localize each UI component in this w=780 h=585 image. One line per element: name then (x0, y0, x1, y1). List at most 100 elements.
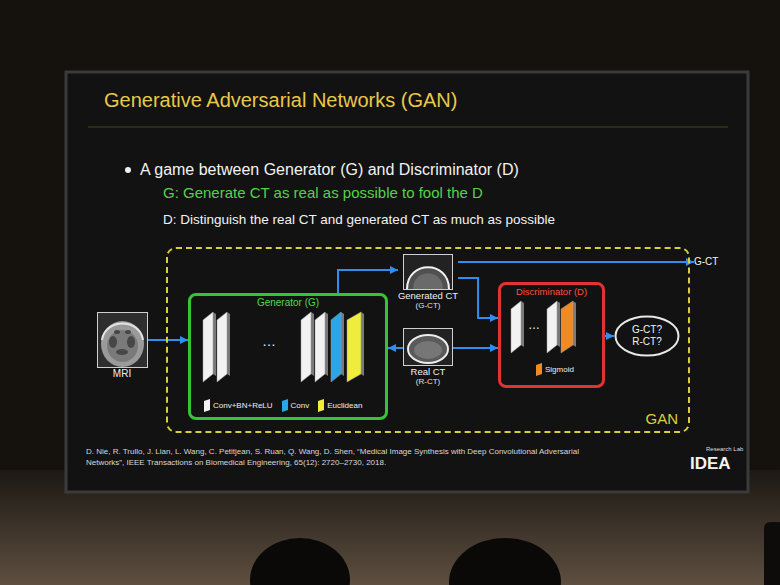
label-holder: D. Nie, R. Trullo, J. Lian, L. Wang, C. … (86, 447, 586, 469)
node-sublabel: (G-CT) (416, 301, 441, 311)
legend-item: Conv+BN+ReLU (204, 400, 273, 411)
layer-group (203, 312, 364, 382)
title-holder: Generative Adversarial Networks (GAN) (104, 88, 457, 112)
layer-side (573, 301, 576, 347)
layer-side (521, 301, 524, 347)
arrow-connector (458, 278, 498, 318)
slide-title: Generative Adversarial Networks (GAN) (104, 88, 457, 112)
layer-side (557, 301, 560, 347)
layer-slab (347, 312, 361, 382)
bullet-subtext: G: Generate CT as real as possible to fo… (163, 184, 483, 202)
legend-swatch (204, 399, 210, 412)
audience-head (449, 538, 561, 585)
screen (66, 72, 748, 492)
legend-row: Sigmoid (536, 364, 574, 375)
label-holder: … (528, 318, 540, 332)
node-label: MRI (113, 368, 131, 380)
node-label: Generated CT (398, 290, 458, 301)
arrow-connector (605, 335, 614, 337)
legend-text: Conv (291, 401, 310, 411)
layer-slab (331, 312, 341, 382)
node-label: Discriminator (D) (516, 286, 587, 297)
bullet-dot (125, 167, 131, 173)
label-holder: D: Distinguish the real CT and generated… (163, 212, 555, 228)
brain-image (125, 330, 131, 334)
citation: D. Nie, R. Trullo, J. Lian, L. Wang, C. … (86, 447, 586, 469)
ct-image: Real CT(R-CT) (403, 328, 453, 387)
ellipsis: … (262, 333, 276, 350)
label-holder: A game between Generator (G) and Discrim… (140, 160, 519, 179)
image-frame (403, 255, 452, 290)
brain-image (102, 324, 143, 341)
image-figure (97, 312, 148, 368)
label-holder: Research Lab (706, 446, 743, 453)
ellipse-shape (616, 317, 679, 356)
layer-side (325, 312, 328, 376)
brain-image (127, 336, 135, 348)
label-holder: G: Generate CT as real as possible to fo… (163, 184, 483, 202)
node-label: G-CT (694, 256, 718, 268)
label-holder: … (262, 333, 276, 350)
layer-slab (203, 312, 213, 382)
layer-slab (511, 301, 521, 353)
image-frame (404, 329, 453, 366)
legend-text: Euclidean (327, 401, 362, 411)
layer-slab (547, 301, 557, 353)
ct-image (413, 273, 443, 289)
output-label: G-CT (694, 256, 718, 268)
arrow-connector (458, 261, 694, 263)
layer-side (341, 312, 344, 376)
layer-slab (315, 312, 325, 382)
logo-text: IDEA (690, 454, 731, 474)
brain-image (114, 330, 120, 334)
image-figure (403, 254, 453, 290)
node-label: GAN (645, 410, 678, 428)
legend-row: Conv+BN+ReLU Conv Euclidean (204, 400, 362, 411)
legend-swatch (282, 399, 288, 412)
ct-image: Generated CT(G-CT) (398, 254, 458, 311)
layer-side (227, 312, 230, 376)
layer-slab (217, 312, 227, 382)
brain-image (101, 321, 144, 367)
logo-text: Research Lab (706, 446, 743, 453)
layer-group (511, 301, 576, 353)
ellipsis: … (528, 318, 540, 332)
input-image: MRI (97, 312, 148, 380)
bullet-subtext: D: Distinguish the real CT and generated… (163, 212, 555, 228)
brain-image (107, 330, 138, 362)
node-label: Generator (G) (257, 297, 319, 309)
legend-item: Sigmoid (536, 364, 574, 375)
presenter (764, 522, 780, 585)
audience-head (250, 538, 350, 585)
legend-item: Euclidean (318, 400, 362, 411)
title-rule (88, 127, 728, 128)
arrow-connector (338, 270, 398, 293)
label-holder: IDEA (690, 454, 731, 474)
image-frame (97, 313, 147, 368)
legend-swatch (536, 363, 542, 376)
layer-side (311, 312, 314, 376)
layer-side (361, 312, 364, 376)
output-ellipse: G-CT? R-CT? (614, 315, 680, 357)
brain-image (116, 349, 128, 355)
ct-image (407, 267, 449, 289)
layer-stack (191, 296, 385, 417)
layer-side (213, 312, 216, 376)
node-label: Real CT (411, 366, 446, 377)
ct-image (414, 341, 442, 359)
node-label: G-CT? R-CT? (627, 324, 667, 348)
brain-image (109, 336, 117, 348)
legend-text: Conv+BN+ReLU (213, 401, 273, 411)
legend-text: Sigmoid (545, 365, 574, 375)
legend-item: Conv (282, 400, 310, 411)
arrow-connector (388, 347, 403, 349)
ct-image (408, 335, 448, 363)
legend-swatch (318, 399, 324, 412)
arrow-connector (453, 347, 498, 349)
node-sublabel: (R-CT) (416, 377, 440, 387)
layer-slab (561, 301, 573, 353)
